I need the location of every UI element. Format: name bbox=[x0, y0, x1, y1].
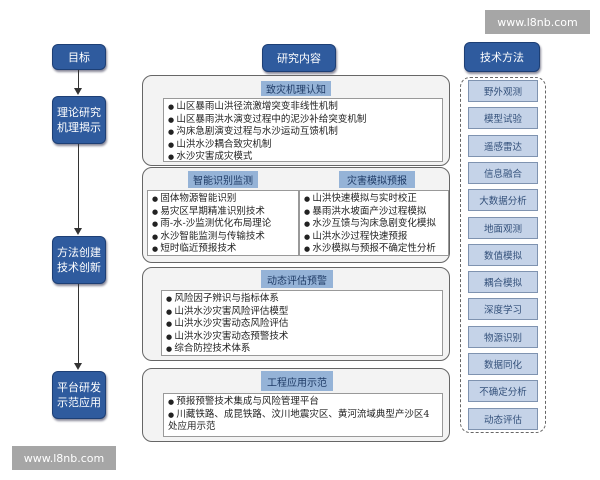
item-list: 山洪快速模拟与实时校正 暴雨洪水坡面产沙过程模拟 水沙互馈与沟床急剧变化模拟 山… bbox=[299, 190, 449, 256]
list-item: 短时临近预报技术 bbox=[152, 243, 294, 256]
block-title: 灾害模拟预报 bbox=[339, 171, 415, 188]
list-item: 山洪水沙过程快速预报 bbox=[304, 231, 444, 244]
content-header: 研究内容 bbox=[262, 44, 336, 72]
list-item: 水沙智能监测与传输技术 bbox=[152, 231, 294, 244]
watermark: www.l8nb.com bbox=[12, 446, 116, 470]
list-item: 山区暴雨洪水演变过程中的泥沙补给突变机制 bbox=[168, 114, 438, 127]
list-item: 山洪水沙灾害动态风险评估 bbox=[166, 318, 438, 331]
method-item: 野外观测 bbox=[468, 80, 538, 102]
block-title: 工程应用示范 bbox=[261, 371, 333, 391]
connector bbox=[78, 70, 79, 90]
method-item: 深度学习 bbox=[468, 298, 538, 321]
list-item: 山洪水沙灾害动态预警技术 bbox=[166, 331, 438, 344]
list-item: 山区暴雨山洪径流激增突变非线性机制 bbox=[168, 101, 438, 114]
item-list: 预报预警技术集成与风险管理平台 川藏铁路、成昆铁路、汶川地震灾区、黄河流域典型产… bbox=[163, 393, 443, 437]
goal-header: 目标 bbox=[52, 44, 106, 70]
item-list: 固体物源智能识别 易灾区早期精准识别技术 雨-水-沙监测优化布局理论 水沙智能监… bbox=[147, 190, 299, 256]
arrow-icon bbox=[74, 228, 82, 235]
block-title: 致灾机理认知 bbox=[261, 81, 331, 96]
list-item: 风险因子辨识与指标体系 bbox=[166, 293, 438, 306]
block-application: 工程应用示范 预报预警技术集成与风险管理平台 川藏铁路、成昆铁路、汶川地震灾区、… bbox=[142, 368, 450, 442]
method-header: 技术方法 bbox=[464, 42, 540, 72]
list-item: 山洪快速模拟与实时校正 bbox=[304, 193, 444, 206]
list-item: 暴雨洪水坡面产沙过程模拟 bbox=[304, 206, 444, 219]
connector bbox=[78, 144, 79, 229]
method-item: 物源识别 bbox=[468, 325, 538, 348]
method-item: 模型试验 bbox=[468, 107, 538, 130]
watermark: www.l8nb.com bbox=[485, 10, 590, 34]
connector bbox=[78, 284, 79, 364]
block-title: 智能识别监测 bbox=[188, 171, 258, 188]
block-mechanism: 致灾机理认知 山区暴雨山洪径流激增突变非线性机制 山区暴雨洪水演变过程中的泥沙补… bbox=[142, 75, 450, 166]
goal-platform: 平台研发 示范应用 bbox=[52, 371, 106, 419]
list-item: 综合防控技术体系 bbox=[166, 343, 438, 356]
method-item: 动态评估 bbox=[468, 407, 538, 430]
method-item: 大数据分析 bbox=[468, 189, 538, 212]
method-item: 数据同化 bbox=[468, 353, 538, 375]
method-item: 耦合模拟 bbox=[468, 271, 538, 294]
list-item: 易灾区早期精准识别技术 bbox=[152, 206, 294, 219]
list-item: 水沙灾害成灾模式 bbox=[168, 151, 438, 164]
goal-theory: 理论研究 机理揭示 bbox=[52, 96, 106, 144]
block-monitoring-forecast: 智能识别监测 灾害模拟预报 固体物源智能识别 易灾区早期精准识别技术 雨-水-沙… bbox=[142, 167, 450, 263]
arrow-icon bbox=[74, 88, 82, 95]
block-assessment: 动态评估预警 风险因子辨识与指标体系 山洪水沙灾害风险评估模型 山洪水沙灾害动态… bbox=[142, 267, 450, 361]
method-item: 数值模拟 bbox=[468, 243, 538, 266]
method-group bbox=[460, 77, 546, 433]
list-item: 川藏铁路、成昆铁路、汶川地震灾区、黄河流域典型产沙区4处应用示范 bbox=[168, 409, 438, 434]
arrow-icon bbox=[74, 363, 82, 370]
list-item: 固体物源智能识别 bbox=[152, 193, 294, 206]
list-item: 预报预警技术集成与风险管理平台 bbox=[168, 396, 438, 409]
block-title: 动态评估预警 bbox=[261, 270, 333, 288]
goal-method: 方法创建 技术创新 bbox=[52, 236, 106, 284]
method-item: 不确定分析 bbox=[468, 380, 538, 403]
list-item: 山洪水沙灾害风险评估模型 bbox=[166, 306, 438, 319]
method-item: 地面观测 bbox=[468, 216, 538, 239]
list-item: 水沙模拟与预报不确定性分析 bbox=[304, 243, 444, 255]
list-item: 雨-水-沙监测优化布局理论 bbox=[152, 218, 294, 231]
list-item: 山洪水沙耦合致灾机制 bbox=[168, 139, 438, 152]
method-item: 遥感雷达 bbox=[468, 134, 538, 157]
item-list: 山区暴雨山洪径流激增突变非线性机制 山区暴雨洪水演变过程中的泥沙补给突变机制 沟… bbox=[163, 98, 443, 162]
list-item: 水沙互馈与沟床急剧变化模拟 bbox=[304, 218, 444, 231]
item-list: 风险因子辨识与指标体系 山洪水沙灾害风险评估模型 山洪水沙灾害动态风险评估 山洪… bbox=[161, 290, 443, 356]
list-item: 沟床急剧演变过程与水沙运动互馈机制 bbox=[168, 126, 438, 139]
method-item: 信息融合 bbox=[468, 161, 538, 184]
